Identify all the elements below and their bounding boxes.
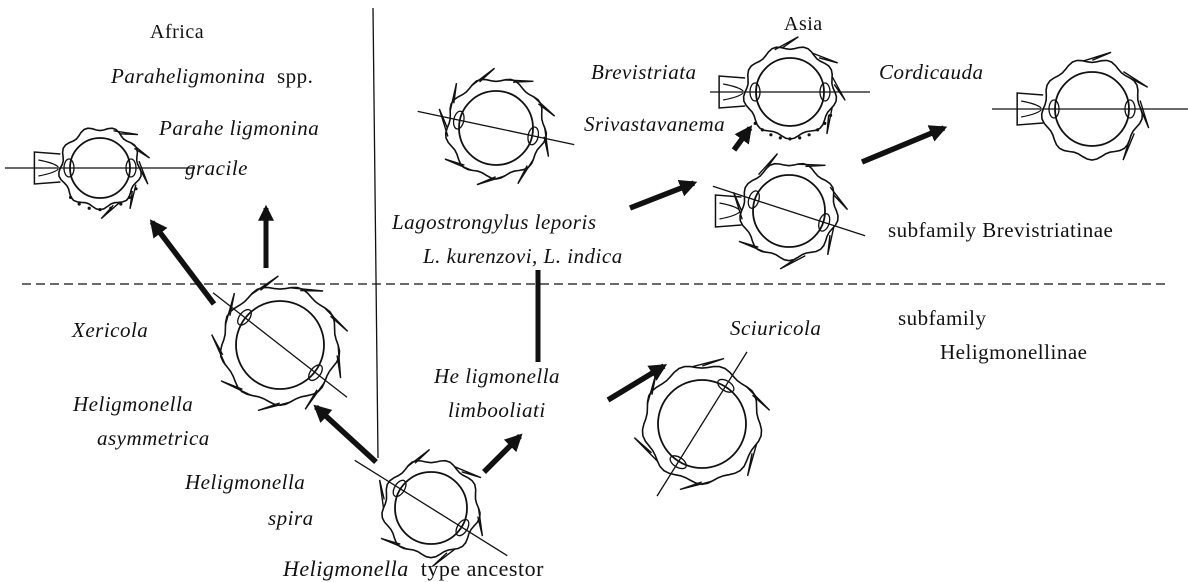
paraheligmonina-gracile-line1: Parahe ligmonina [159,118,319,139]
arrow-srivastavanema-to-brevistriata [734,128,750,150]
subfamily-brevistriatinae-label: subfamily Brevistriatinae [888,220,1113,241]
arrow-limbooliati-to-sciuricola [608,366,664,400]
section-ancestor [355,450,508,567]
africa-asia-divider [373,8,378,458]
srivastavanema-label: Srivastavanema [584,114,725,135]
paraheligmonina-spp-suffix: spp. [277,64,313,88]
ancestor-label: Heligmonella type ancestor [283,558,544,580]
arrow-srivastavanema-to-cordicauda [862,128,944,162]
arrow-asymmetrica-to-paraheligmonina [152,222,214,304]
section-brevistriata [710,37,870,141]
lagostrongylus-label: Lagostrongylus leporis [392,212,597,233]
spira-line1: Heligmonella [185,472,305,493]
arrow-ancestor-to-limbooliati [484,436,520,472]
ancestor-suffix: type ancestor [421,556,544,581]
region-africa-label: Africa [150,22,204,42]
section-paraheligmonina [5,128,195,218]
spira-line2: spira [268,508,314,529]
ancestor-genus: Heligmonella [283,556,409,581]
paraheligmonina-genus: Paraheligmonina [111,64,266,88]
asymmetrica-line1: Heligmonella [73,394,193,415]
region-asia-label: Asia [784,14,823,34]
arrow-ancestor-to-asymmetrica [316,407,376,462]
paraheligmonina-gracile-line2: gracile [185,158,248,179]
brevistriata-label: Brevistriata [591,62,697,83]
sciuricola-label: Sciuricola [730,318,821,339]
limbooliati-line2: limbooliati [448,400,546,421]
asymmetrica-line2: asymmetrica [97,428,210,449]
section-lagostrongylus [418,68,575,185]
section-srivastavanema [713,154,865,269]
kurenzovi-indica-label: L. kurenzovi, L. indica [423,246,623,267]
arrow-lagostrongylus-to-srivastavanema [630,183,694,208]
limbooliati-line1: He ligmonella [434,366,560,387]
subfamily-heligmonellinae-line2: Heligmonellinae [940,342,1087,363]
xericola-label: Xericola [72,320,148,341]
paraheligmonina-spp-label: Paraheligmonina spp. [111,66,313,87]
subfamily-heligmonellinae-line1: subfamily [898,308,987,329]
section-cordicauda [992,52,1188,160]
section-asymmetrica [212,276,348,411]
cordicauda-label: Cordicauda [879,62,984,83]
